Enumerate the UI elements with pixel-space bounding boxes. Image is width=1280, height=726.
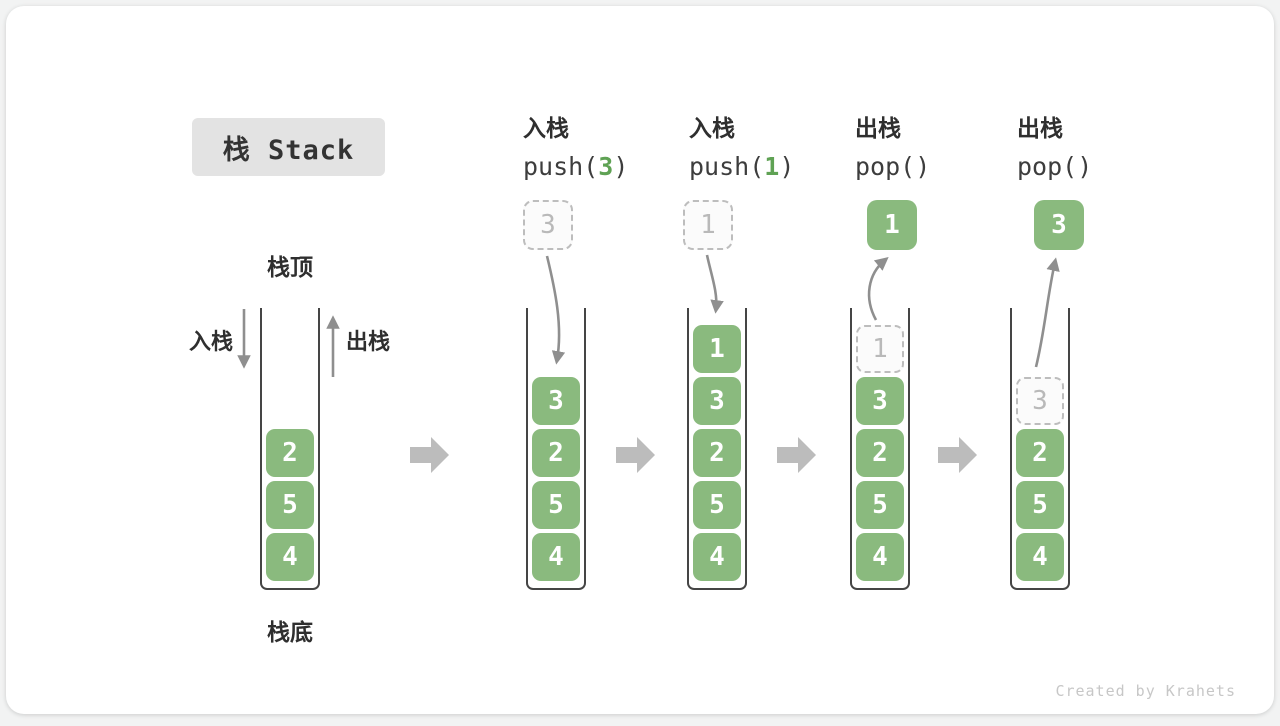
op-label-push-3: 入栈 push(3) [523, 109, 673, 181]
step-arrow-icon [938, 437, 977, 473]
stack-cell: 5 [266, 481, 314, 529]
op-label-pop-1: 出栈 pop() [855, 109, 1005, 181]
stack-cell: 5 [693, 481, 741, 529]
stack-cell: 5 [1016, 481, 1064, 529]
step-arrow-icon [777, 437, 816, 473]
op-cjk-label: 入栈 [689, 115, 735, 141]
stack-cell: 5 [856, 481, 904, 529]
op-code-arg: 3 [598, 152, 614, 181]
stack-cell: 1 [693, 325, 741, 373]
op-cjk-label: 出栈 [855, 115, 901, 141]
op-cjk-label: 入栈 [523, 115, 569, 141]
push-1-arrow-icon [705, 254, 724, 314]
stack-cell: 2 [266, 429, 314, 477]
op-label-push-1: 入栈 push(1) [689, 109, 839, 181]
stack-cell: 3 [1016, 377, 1064, 425]
stack-cell: 4 [266, 533, 314, 581]
stack-bottom-label: 栈底 [267, 619, 313, 645]
stack-cell: 4 [532, 533, 580, 581]
floating-value-box: 1 [867, 200, 917, 250]
op-code-label: pop() [1017, 152, 1093, 181]
floating-value-box: 1 [683, 200, 733, 250]
stack-cell: 2 [1016, 429, 1064, 477]
stack-cell: 1 [856, 325, 904, 373]
stack-cell: 2 [532, 429, 580, 477]
op-code-label: push(1) [689, 152, 795, 181]
watermark: Created by Krahets [1055, 682, 1236, 700]
op-code-arg: 1 [764, 152, 780, 181]
stack-cell: 3 [532, 377, 580, 425]
op-label-pop-3: 出栈 pop() [1017, 109, 1167, 181]
op-cjk-label: 出栈 [1017, 115, 1063, 141]
stack-cell: 4 [693, 533, 741, 581]
stack-cell: 5 [532, 481, 580, 529]
step-arrow-icon [616, 437, 655, 473]
stack-cell: 2 [856, 429, 904, 477]
floating-value-box: 3 [523, 200, 573, 250]
stack-cell: 2 [693, 429, 741, 477]
title-badge: 栈 Stack [192, 118, 385, 176]
stack-cell: 4 [856, 533, 904, 581]
diagram-card: 栈 Stack 入栈 push(3) 入栈 push(1) 出栈 pop() 出… [6, 6, 1274, 714]
pop-direction-label: 出栈 [346, 329, 391, 354]
step-arrow-icon [410, 437, 449, 473]
push-direction-label: 入栈 [189, 329, 234, 354]
op-code-label: push(3) [523, 152, 629, 181]
stack-cell: 3 [856, 377, 904, 425]
op-code-label: pop() [855, 152, 931, 181]
stack-cell: 3 [693, 377, 741, 425]
stack-cell: 4 [1016, 533, 1064, 581]
floating-value-box: 3 [1034, 200, 1084, 250]
stack-top-label: 栈顶 [267, 254, 313, 280]
